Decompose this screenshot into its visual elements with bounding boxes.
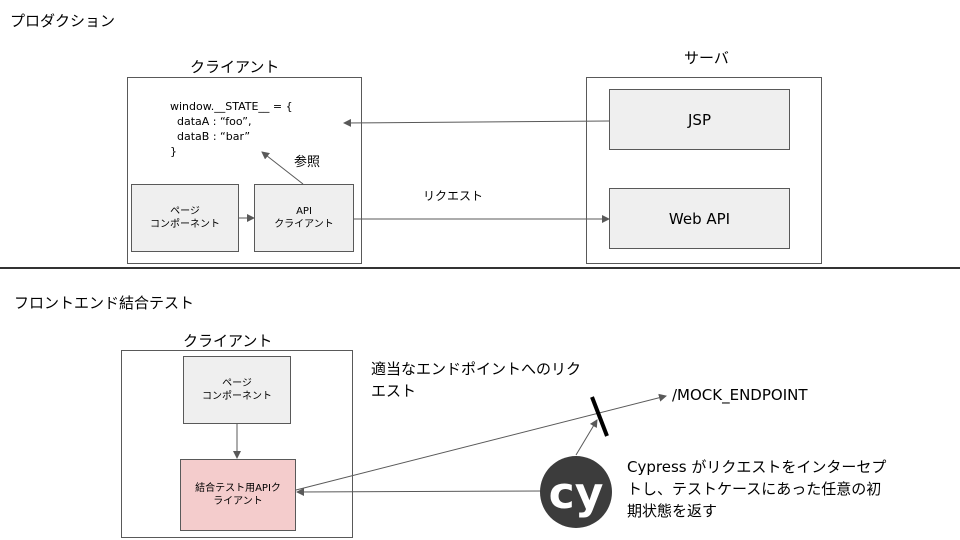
api-client-box: API クライアント: [254, 184, 354, 252]
cypress-logo: cy: [540, 456, 612, 528]
api-client-line-2: クライアント: [274, 219, 334, 230]
test-api-client-line-1: 結合テスト用APIク: [195, 483, 281, 494]
reference-arrow: [261, 151, 304, 185]
mock-endpoint-label: /MOCK_ENDPOINT: [672, 386, 808, 404]
integration-section-title: フロントエンド結合テスト: [14, 294, 195, 312]
intercept-bar: [590, 396, 609, 437]
server-title: サーバ: [684, 49, 729, 67]
production-page-component-box: ページ コンポーネント: [131, 184, 239, 252]
cypress-note: Cypress がリクエストをインターセプ トし、テストケースにあった任意の初 …: [627, 456, 886, 522]
reference-label: 参照: [294, 155, 321, 170]
web-api-label: Web API: [668, 209, 731, 228]
page-component-line-1: ページ: [170, 206, 200, 217]
jsp-to-state-arrow: [343, 118, 610, 127]
state-code-block: window.__STATE__ = { dataA : “foo”, data…: [170, 99, 293, 159]
code-line-4: }: [170, 145, 177, 158]
cypress-note-line-1: Cypress がリクエストをインターセプ: [627, 458, 887, 476]
request-description: 適当なエンドポイントへのリク エスト: [371, 358, 581, 402]
jsp-label: JSP: [688, 110, 711, 129]
test-api-client-box: 結合テスト用APIク ライアント: [180, 459, 296, 531]
code-line-2: dataA : “foo”,: [170, 115, 252, 128]
production-client-title: クライアント: [190, 58, 280, 76]
integration-page-component-box: ページ コンポーネント: [183, 356, 291, 424]
mock-endpoint-request-arrow: [295, 393, 667, 491]
cypress-note-line-2: トし、テストケースにあった任意の初: [627, 480, 882, 498]
web-api-box: Web API: [609, 188, 790, 249]
code-line-1: window.__STATE__ = {: [170, 100, 293, 113]
request-description-line-2: エスト: [371, 382, 417, 400]
integration-client-title: クライアント: [183, 332, 273, 350]
integration-page-component-line-2: コンポーネント: [202, 391, 272, 402]
section-divider: [0, 267, 960, 269]
request-description-line-1: 適当なエンドポイントへのリク: [371, 360, 582, 378]
cypress-intercept-arrow: [575, 419, 598, 456]
request-label: リクエスト: [423, 189, 484, 203]
page-component-line-2: コンポーネント: [150, 219, 220, 230]
api-client-line-1: API: [296, 206, 312, 217]
jsp-box: JSP: [609, 89, 790, 150]
cypress-logo-text: cy: [549, 468, 604, 519]
integration-page-component-line-1: ページ: [222, 378, 252, 389]
cypress-note-line-3: 期状態を返す: [627, 502, 718, 520]
test-api-client-line-2: ライアント: [213, 496, 263, 507]
code-line-3: dataB : “bar”: [170, 130, 251, 143]
production-section-title: プロダクション: [10, 12, 116, 30]
cypress-response-arrow: [296, 487, 544, 496]
